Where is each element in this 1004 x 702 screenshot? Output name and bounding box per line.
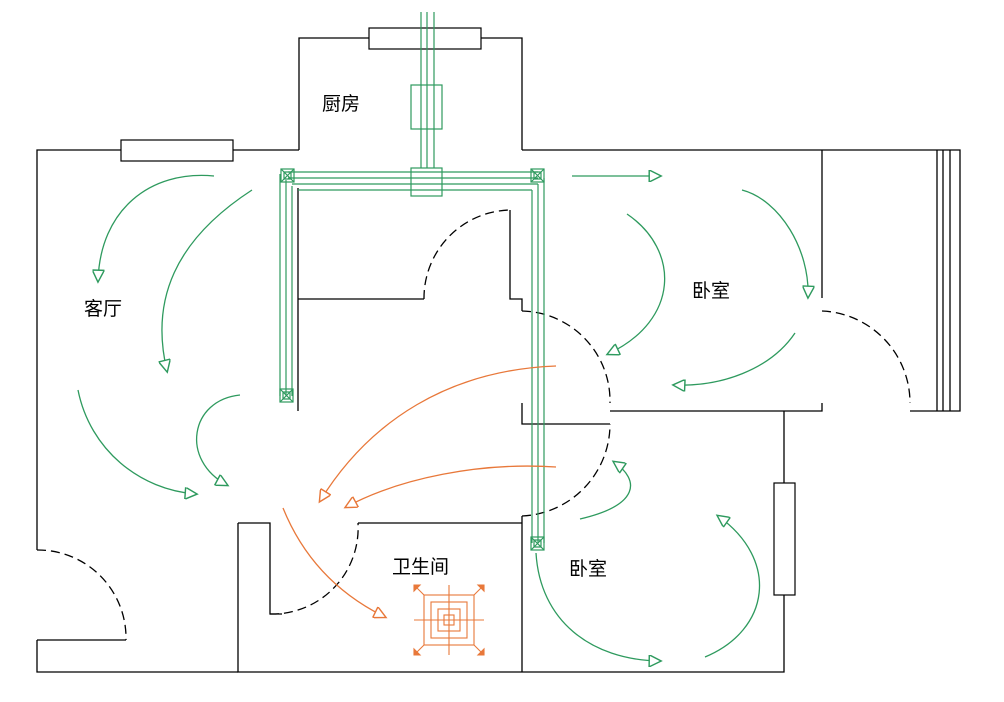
supply-airflow [77, 174, 808, 661]
airflow-arrow [282, 507, 385, 617]
airflow-arrow [608, 213, 666, 354]
airflow-arrow [98, 174, 215, 281]
kitchen-window [368, 27, 482, 50]
ventilation-fan-icon [410, 84, 443, 130]
diffuser-icon [530, 168, 545, 183]
airflow-arrow [535, 552, 660, 661]
airflow-arrow [346, 465, 557, 507]
kitchen-label: 厨房 [322, 93, 361, 115]
airflow-arrow [704, 516, 761, 658]
balcony-door [821, 310, 911, 404]
airflow-arrow [741, 189, 808, 297]
living-room-label: 客厅 [84, 298, 123, 320]
ducts [279, 12, 545, 551]
lower-bedroom-door [521, 423, 611, 517]
living-entry-door [36, 549, 127, 641]
windows [120, 27, 951, 596]
air-handler-icon [410, 167, 443, 197]
airflow-arrow [579, 462, 632, 520]
diffuser-icon [280, 168, 295, 183]
bathroom-door [269, 522, 359, 615]
airflow-arrow [674, 332, 796, 385]
kitchen-door [423, 209, 511, 300]
bathroom-label: 卫生间 [392, 556, 450, 578]
exhaust-vent-icon [413, 584, 485, 656]
airflow-arrow [77, 389, 196, 494]
lower-bedroom-label: 卧室 [569, 558, 608, 580]
diffuser-icon [279, 388, 294, 403]
walls [36, 37, 961, 673]
airflow-arrow [162, 189, 253, 371]
balcony-window [936, 150, 951, 411]
airflow-arrow [196, 394, 241, 485]
living-window [120, 139, 234, 162]
airflow-arrow [320, 365, 557, 501]
doors [36, 209, 911, 641]
upper-bedroom-door [521, 310, 611, 404]
upper-bedroom-label: 卧室 [692, 280, 731, 302]
exhaust-airflow [282, 365, 557, 617]
diffuser-icon [530, 536, 545, 551]
bedroom-window [773, 482, 796, 596]
